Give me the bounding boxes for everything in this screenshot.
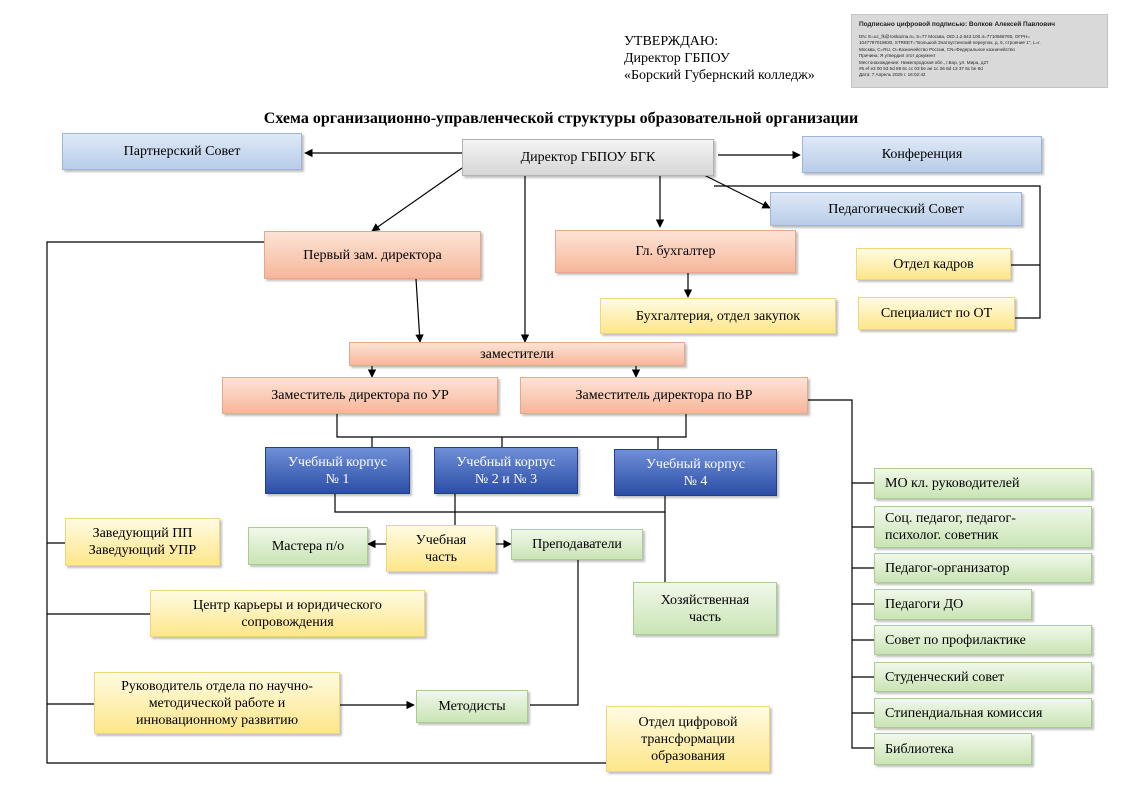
- line-right-bus: [808, 399, 874, 749]
- node-deputy-ur: Заместитель директора по УР: [222, 377, 498, 414]
- node-chief-accountant: Гл. бухгалтер: [555, 230, 796, 273]
- node-building-1: Учебный корпус № 1: [265, 447, 410, 494]
- digital-signature-stamp: Подписано цифровой подписью: Волков Алек…: [851, 14, 1108, 88]
- node-teachers: Преподаватели: [511, 529, 643, 560]
- arrow-first-deputy-to-deputies: [415, 278, 424, 343]
- node-prevention-council: Совет по профилактике: [874, 625, 1092, 655]
- line-deputies-buildings: [336, 414, 687, 438]
- node-ped-council: Педагогический Совет: [770, 192, 1022, 226]
- node-director: Директор ГБПОУ БГК: [462, 139, 714, 176]
- node-deputy-vr: Заместитель директора по ВР: [520, 377, 808, 414]
- node-mo-class-teachers: МО кл. руководителей: [874, 468, 1092, 499]
- signature-head: Подписано цифровой подписью: Волков Алек…: [859, 21, 1056, 28]
- node-deputies: заместители: [349, 342, 685, 366]
- node-household: Хозяйственная часть: [633, 582, 777, 635]
- node-building-2-3: Учебный корпус № 2 и № 3: [434, 447, 578, 494]
- arrow-to-ped-council: [697, 171, 771, 209]
- line-buildings-study: [334, 494, 666, 513]
- node-masters: Мастера п/о: [248, 527, 368, 565]
- line-teachers-methodists: [530, 560, 579, 706]
- approval-block: УТВЕРЖДАЮ: Директор ГБПОУ «Борский Губер…: [624, 33, 815, 84]
- signature-line: Москва, C=RU, O=Казначейство России, CN=…: [859, 46, 1015, 52]
- node-hr: Отдел кадров: [856, 248, 1011, 280]
- node-teachers-do: Педагоги ДО: [874, 589, 1032, 620]
- node-methodists: Методисты: [416, 690, 528, 723]
- node-conference: Конференция: [802, 136, 1042, 173]
- signature-line: DN: E=uc_fk@roskazna.ru, S=77 Москва, OI…: [859, 34, 1030, 39]
- line-director-hr-ot: [714, 185, 1041, 319]
- diagram-title: Схема организационно-управленческой стру…: [263, 110, 859, 127]
- signature-line: Местонахождение: Нижегородская обл., г.Б…: [859, 59, 989, 65]
- node-library: Библиотека: [874, 733, 1032, 765]
- signature-line: Причина: Я утвердил этот документ: [859, 53, 936, 59]
- node-first-deputy: Первый зам. директора: [264, 231, 481, 279]
- node-career-center: Центр карьеры и юридического сопровожден…: [150, 590, 425, 637]
- node-methodology-head: Руководитель отдела по научно- методичес…: [94, 672, 340, 734]
- node-accounting: Бухгалтерия, отдел закупок: [600, 298, 836, 334]
- approval-line-3: «Борский Губернский колледж»: [624, 68, 815, 83]
- signature-line: 1047797019830, STREET="Большой Златоусти…: [859, 40, 1041, 46]
- node-scholarship-commission: Стипендиальная комиссия: [874, 698, 1092, 728]
- node-digital-transformation: Отдел цифровой трансформации образования: [606, 706, 770, 772]
- node-study-part: Учебная часть: [386, 525, 496, 572]
- node-pedagogue-organizer: Педагог-организатор: [874, 553, 1092, 583]
- approval-line-2: Директор ГБПОУ: [624, 51, 730, 66]
- node-social-pedagogue: Соц. педагог, педагог- психолог. советни…: [874, 506, 1092, 548]
- node-student-council: Студенческий совет: [874, 662, 1092, 692]
- node-partner-council: Партнерский Совет: [62, 133, 302, 170]
- arrow-to-first-deputy: [371, 167, 463, 232]
- signature-line: #6 ef e3 00 53 5d 89 6c cc 03 be ae 1c 2…: [859, 66, 983, 72]
- line-left-bus: [46, 241, 606, 764]
- node-labor-specialist: Специалист по ОТ: [858, 297, 1015, 330]
- approval-line-1: УТВЕРЖДАЮ:: [624, 34, 719, 49]
- node-head-pp: Заведующий ПП Заведующий УПР: [65, 518, 220, 566]
- signature-line: Дата: 7 Апрель 2025 г. 16:02:42: [859, 72, 926, 78]
- node-building-4: Учебный корпус № 4: [614, 449, 777, 496]
